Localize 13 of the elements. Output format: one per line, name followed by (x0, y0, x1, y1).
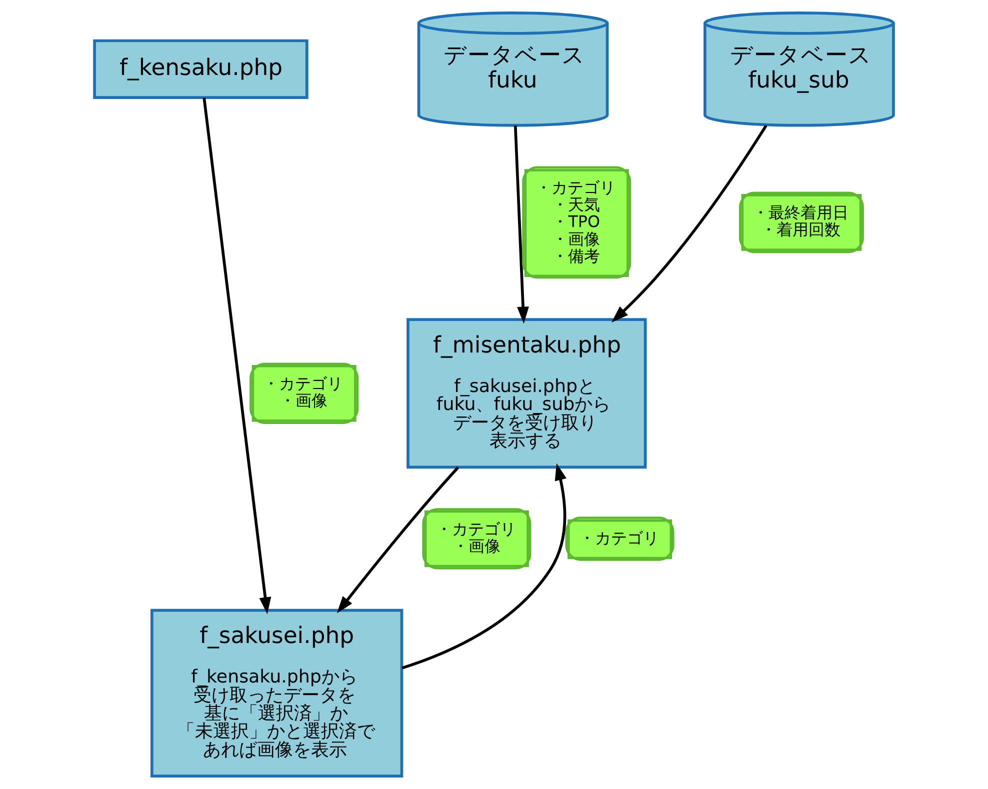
node-box: f_misentaku.php f_sakusei.phpとfuku、fuku_subからデータを受け取り表示する (406, 318, 647, 469)
edge-label: ・カテゴリ・画像 (436, 519, 516, 556)
arrow (202, 98, 272, 614)
node-box: f_kensaku.php (93, 39, 308, 99)
edge-label: ・カテゴリ (578, 528, 659, 548)
arrow (611, 124, 768, 322)
arrow (402, 463, 566, 670)
node-box: f_sakusei.php f_kensaku.phpから受け取ったデータを基に「選択済」か「未選択」かと選択済であれば画像を表示 (150, 608, 404, 778)
edge-label: ・カテゴリ・画像 (263, 374, 344, 410)
edge-label: ・カテゴリ・天気・TPO・画像・備考 (536, 178, 616, 266)
arrow (336, 466, 460, 614)
arrow (514, 126, 529, 324)
edge-label: ・最終着用日・着用回数 (752, 203, 849, 240)
